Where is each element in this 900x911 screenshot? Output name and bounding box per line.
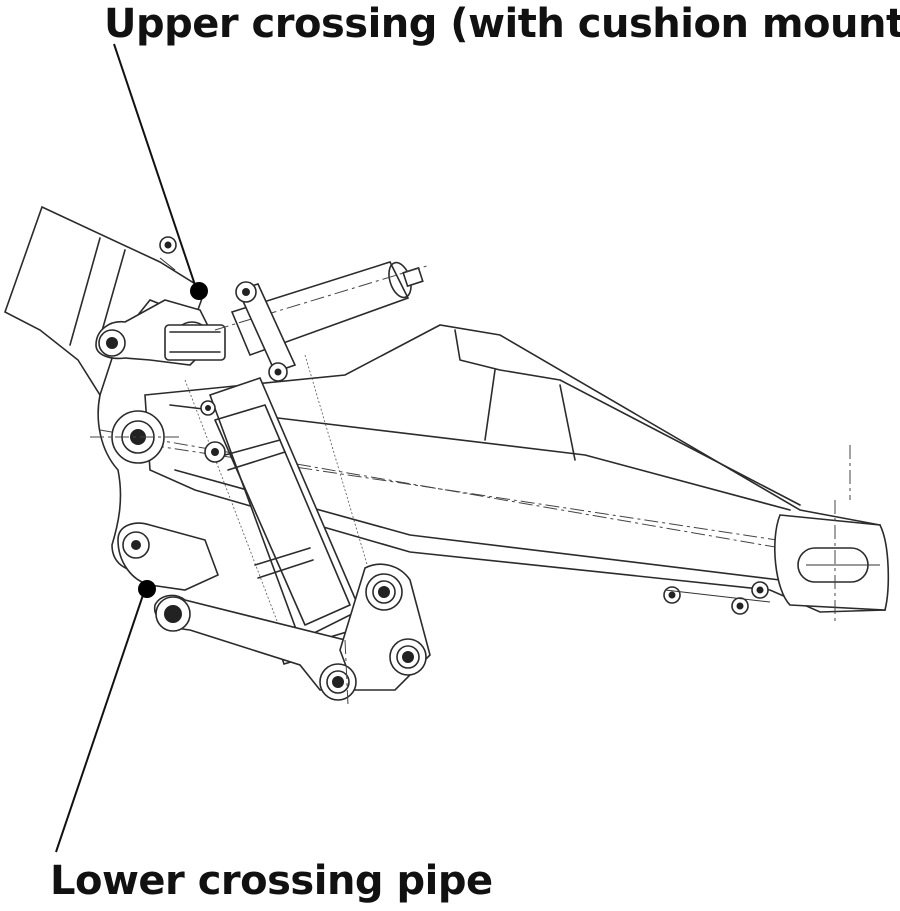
- shock-absorber: [184, 261, 431, 665]
- lower-callout-marker: [138, 580, 156, 598]
- linkage-section: [117, 522, 431, 706]
- upper-crossing-label: Upper crossing (with cushion mount): [104, 1, 900, 47]
- swingarm-pivot: [90, 410, 180, 464]
- swingarm-body: [99, 324, 886, 613]
- main-frame-section: [4, 205, 206, 572]
- upper-callout-marker: [190, 282, 208, 300]
- lower-crossing-label: Lower crossing pipe: [50, 858, 493, 904]
- upper-callout-leader: [113, 43, 196, 286]
- chain-guard-bolts: [663, 581, 771, 615]
- upper-mount-bracket: [95, 236, 226, 366]
- axle-end: [774, 445, 890, 625]
- lower-callout-leader: [55, 594, 144, 853]
